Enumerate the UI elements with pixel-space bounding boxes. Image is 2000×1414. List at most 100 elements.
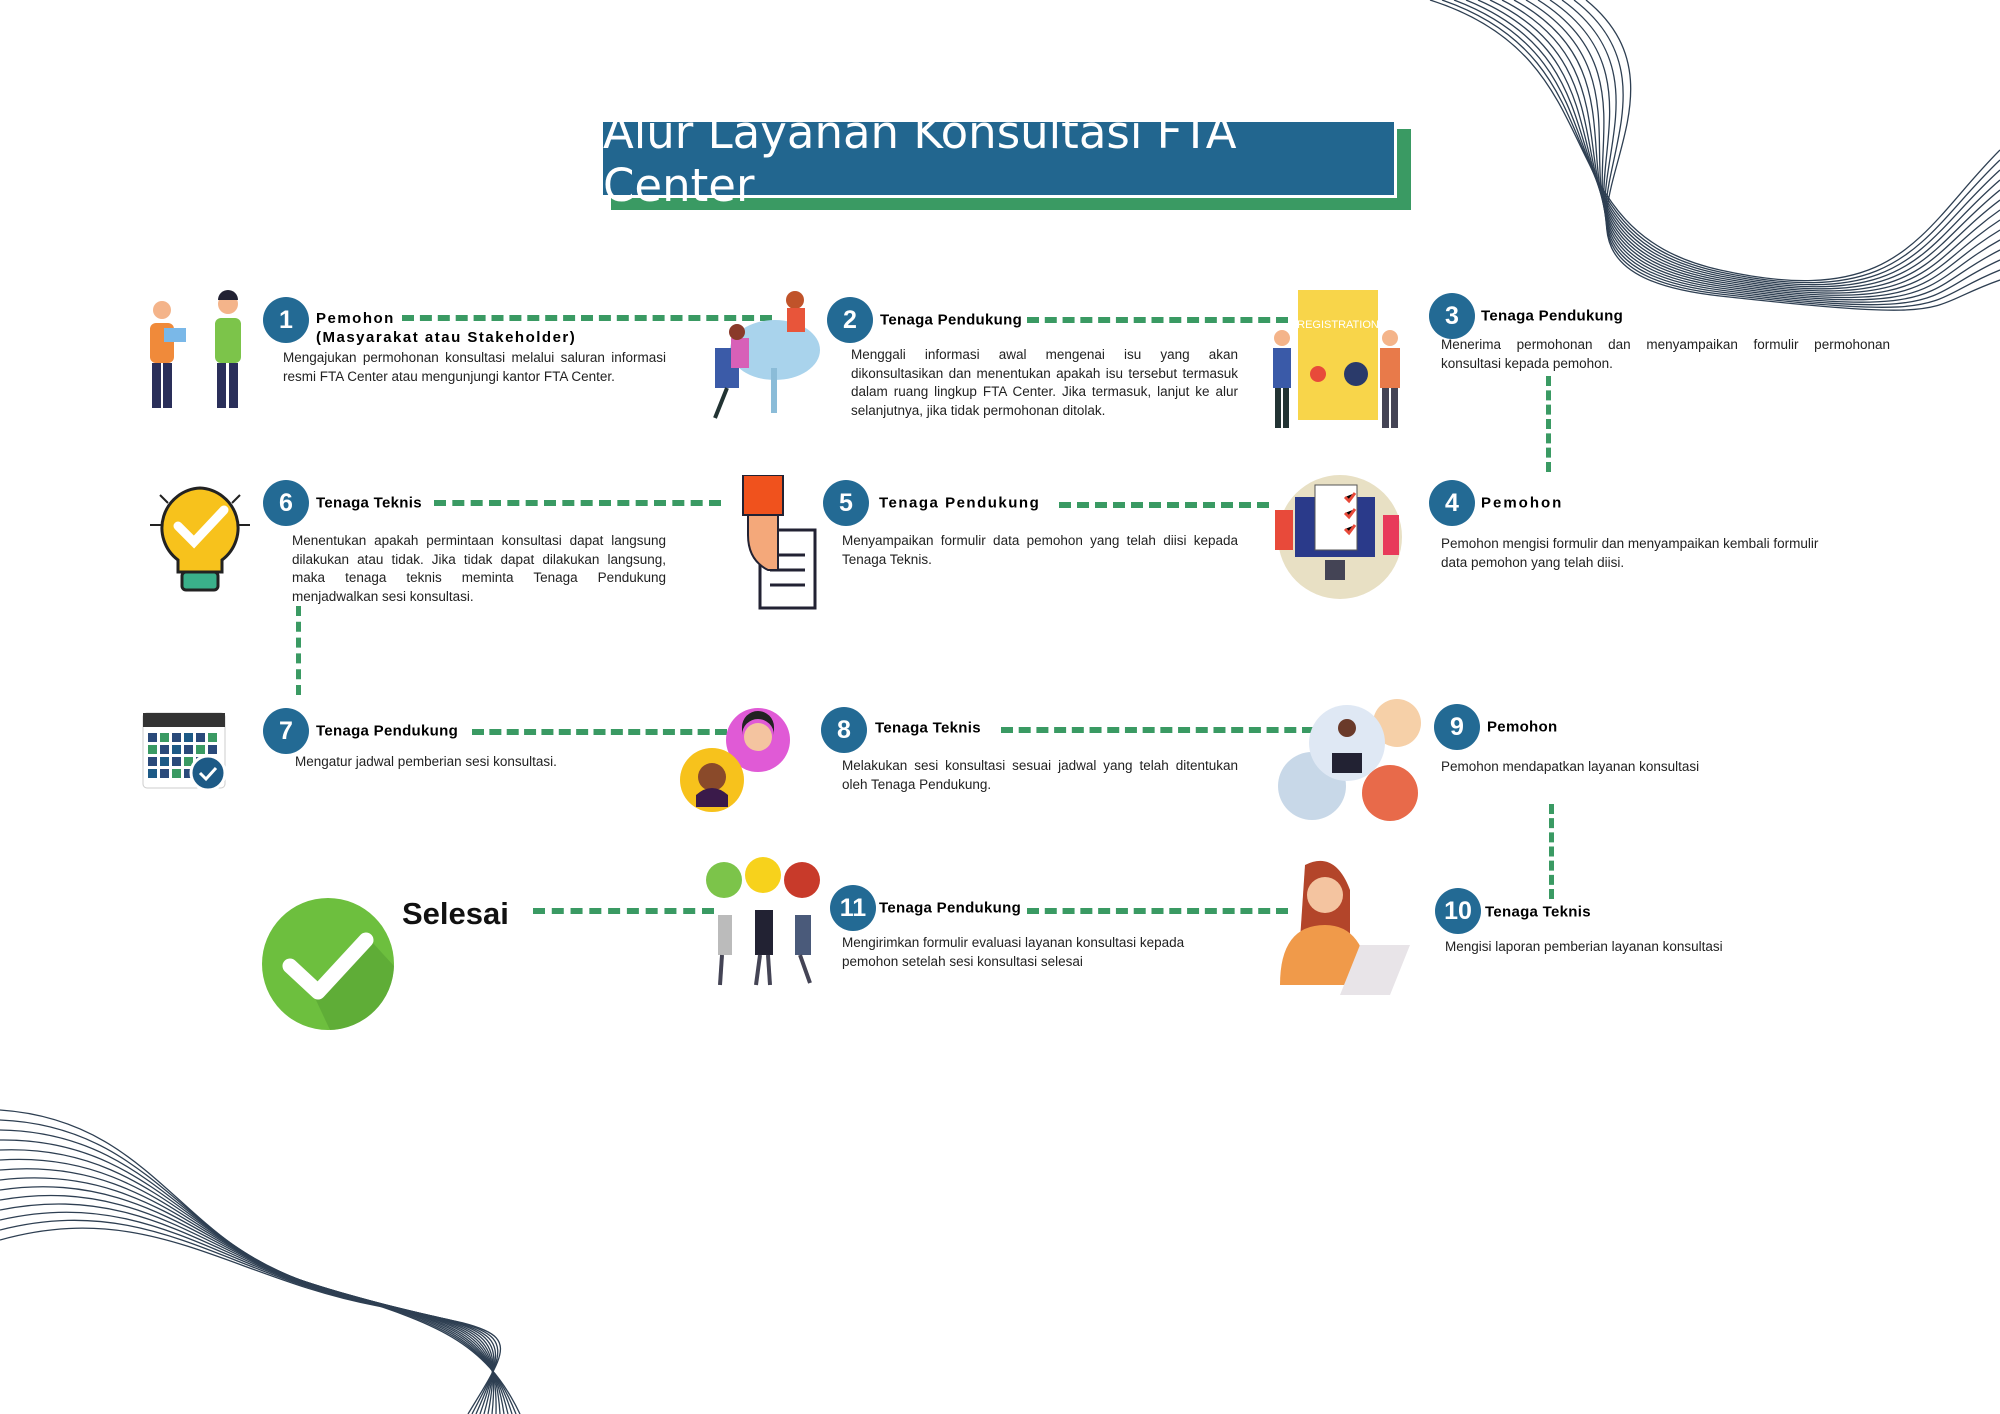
- wave-line: [1453, 0, 2000, 286]
- step-1-number: 1: [263, 297, 309, 343]
- wave-line: [1501, 0, 2000, 294]
- chat-avatars-illustration: [680, 708, 790, 812]
- calendar-day: [184, 769, 193, 778]
- registration-label: REGISTRATION: [1297, 319, 1379, 331]
- step-3-number: 3: [1429, 293, 1475, 339]
- wave-line: [0, 1227, 502, 1414]
- wave-line: [1489, 0, 2000, 292]
- step-6-description: Menentukan apakah permintaan konsultasi …: [292, 533, 666, 604]
- step-1-actor-name: Pemohon: [316, 310, 395, 327]
- calendar-day: [172, 769, 181, 778]
- connector-3-4: [1546, 376, 1551, 472]
- wave-line: [0, 1168, 497, 1414]
- calendar-day: [148, 769, 157, 778]
- step-3-actor: Tenaga Pendukung: [1481, 307, 1624, 325]
- step-1-actor: Pemohon (Masyarakat atau Stakeholder): [316, 309, 576, 347]
- wave-line: [0, 1219, 499, 1414]
- wave-line: [1537, 0, 2000, 301]
- lightbulb-check-icon: [150, 486, 250, 592]
- step-3-description: Menerima permohonan dan menyampaikan for…: [1441, 337, 1890, 371]
- wave-line: [1513, 0, 2000, 296]
- emoji-feedback-illustration: [706, 857, 820, 986]
- finish-check-icon: [262, 898, 394, 1030]
- calendar-day: [160, 733, 169, 742]
- step-11-actor: Tenaga Pendukung: [879, 899, 1022, 917]
- calendar-check-icon: [142, 712, 227, 792]
- connector-5-6: [434, 500, 721, 506]
- wave-line: [1549, 0, 2000, 303]
- calendar-day: [196, 733, 205, 742]
- people-discussing-illustration: [150, 290, 241, 408]
- step-10-description: Mengisi laporan pemberian layanan konsul…: [1445, 939, 1723, 954]
- calendar-day: [172, 757, 181, 766]
- connector-4-5: [1059, 502, 1269, 508]
- wave-line: [1465, 0, 2000, 288]
- woman-laptop-illustration: [1280, 860, 1410, 995]
- wave-decoration-top-right: [1429, 0, 2000, 311]
- calendar-day: [148, 733, 157, 742]
- step-8-number: 8: [821, 707, 867, 753]
- wave-line: [0, 1203, 495, 1414]
- step-10-actor: Tenaga Teknis: [1485, 903, 1591, 921]
- step-8-description: Melakukan sesi konsultasi sesuai jadwal …: [842, 758, 1238, 792]
- step-4-actor: Pemohon: [1481, 494, 1564, 512]
- step-11-description: Mengirimkan formulir evaluasi layanan ko…: [842, 935, 1185, 969]
- step-6-actor: Tenaga Teknis: [316, 494, 422, 512]
- registration-illustration: REGISTRATION: [1273, 290, 1400, 428]
- calendar-day: [160, 745, 169, 754]
- connector-10-11: [1027, 908, 1288, 914]
- connector-1-2: [402, 315, 772, 321]
- step-9-number: 9: [1434, 704, 1480, 750]
- online-meeting-illustration: [1278, 699, 1421, 821]
- step-5-description: Menyampaikan formulir data pemohon yang …: [842, 533, 1238, 567]
- step-4-number: 4: [1429, 480, 1475, 526]
- page-title: Alur Layanan Konsultasi FTA Center: [600, 106, 1397, 212]
- step-11-number: 11: [830, 885, 876, 931]
- calendar-day: [208, 733, 217, 742]
- finish-label: Selesai: [402, 896, 509, 931]
- step-9-actor: Pemohon: [1487, 718, 1558, 736]
- wave-line: [1585, 0, 2000, 311]
- calendar-day: [184, 745, 193, 754]
- calendar-day: [160, 769, 169, 778]
- connector-11-finish: [533, 908, 714, 914]
- step-10-number: 10: [1435, 888, 1481, 934]
- step-1-description: Mengajukan permohonan konsultasi melalui…: [283, 350, 666, 384]
- wave-line: [0, 1158, 501, 1414]
- wave-line: [1525, 0, 2000, 299]
- calendar-day: [172, 733, 181, 742]
- wave-line: [1441, 0, 2000, 284]
- wave-line: [0, 1129, 513, 1414]
- calendar-day: [172, 745, 181, 754]
- connector-7-8: [472, 729, 727, 735]
- calendar-day: [184, 757, 193, 766]
- step-8-actor: Tenaga Teknis: [875, 719, 981, 737]
- calendar-day: [184, 733, 193, 742]
- connector-6-7: [296, 606, 301, 695]
- wave-line: [1477, 0, 2000, 290]
- connector-9-10: [1549, 804, 1554, 899]
- wave-line: [0, 1177, 495, 1414]
- calendar-day: [148, 757, 157, 766]
- meeting-table-illustration: [713, 291, 820, 419]
- calendar-day: [148, 745, 157, 754]
- wave-line: [1429, 0, 2000, 282]
- step-2-description: Menggali informasi awal mengenai isu yan…: [851, 347, 1238, 418]
- step-2-number: 2: [827, 297, 873, 343]
- step-4-description: Pemohon mengisi formulir dan menyampaika…: [1441, 536, 1819, 570]
- calendar-day: [208, 745, 217, 754]
- wave-line: [1573, 0, 2000, 308]
- form-checklist-illustration: [1275, 475, 1402, 599]
- calendar-day: [196, 745, 205, 754]
- step-7-description: Mengatur jadwal pemberian sesi konsultas…: [295, 754, 557, 769]
- connector-8-9: [1001, 727, 1314, 733]
- wave-line: [1561, 0, 2000, 306]
- step-7-number: 7: [263, 708, 309, 754]
- hand-document-illustration: [742, 475, 817, 610]
- step-5-actor: Tenaga Pendukung: [879, 494, 1041, 512]
- step-6-number: 6: [263, 480, 309, 526]
- connector-2-3: [1027, 317, 1288, 323]
- step-1-actor-detail: (Masyarakat atau Stakeholder): [316, 329, 577, 346]
- wave-line: [0, 1211, 497, 1414]
- step-2-actor: Tenaga Pendukung: [880, 311, 1023, 329]
